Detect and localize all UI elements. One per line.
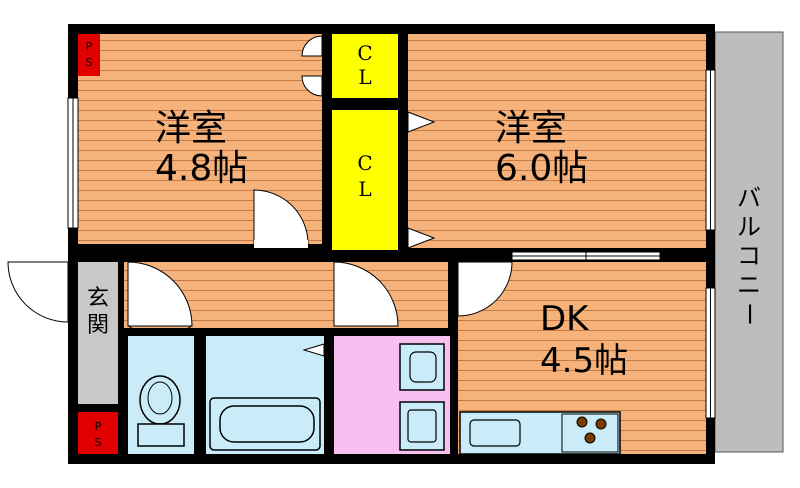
room-western-left-name: 洋室	[155, 108, 227, 149]
room-western-right-size: 6.0帖	[495, 148, 588, 189]
bathtub-icon	[209, 397, 321, 451]
entrance-label-2: 関	[87, 313, 109, 338]
room-western-left-size: 4.8帖	[155, 148, 248, 189]
closet-mid-label: C	[357, 151, 372, 175]
entrance-label: 玄	[87, 286, 109, 311]
closet-top-label-2: L	[358, 65, 371, 89]
door-swing-hall-mid	[333, 261, 399, 327]
balcony-char: ル	[737, 213, 761, 241]
closet-middle	[332, 110, 398, 250]
balcony-char: バ	[737, 184, 761, 212]
wash-basin-icon	[399, 401, 445, 451]
bath-door	[302, 343, 325, 357]
ps-bottom-label-2: S	[95, 436, 102, 449]
washing-machine-icon	[399, 343, 445, 391]
toilet-icon	[137, 375, 185, 447]
door-swing-dk	[457, 261, 513, 317]
ps-top-label: P	[86, 40, 93, 53]
room-western-right-name: 洋室	[495, 108, 567, 149]
ps-shaft-bottom	[78, 412, 118, 454]
ps-shaft-top	[78, 34, 100, 76]
closet-door-top	[301, 35, 323, 97]
closet-top	[332, 34, 398, 98]
balcony-char: ー	[735, 302, 763, 326]
door-swing-entrance	[7, 261, 69, 323]
entrance-floor	[78, 262, 118, 404]
room-dk-name: DK	[540, 299, 590, 339]
closet-mid-label-2: L	[358, 177, 371, 201]
balcony-char: コ	[737, 242, 761, 270]
room-dk-size: 4.5帖	[540, 341, 628, 381]
balcony-area	[714, 31, 784, 453]
closet-top-label: C	[357, 41, 372, 65]
stove-icon	[576, 416, 607, 444]
balcony-char: ニ	[737, 271, 761, 299]
ps-top-label-2: S	[86, 56, 93, 69]
room-western-right-floor	[408, 34, 706, 248]
ps-bottom-label: P	[95, 420, 102, 433]
kitchen-counter	[459, 411, 621, 455]
closet-door-mid	[407, 111, 436, 249]
door-swing-hall-left	[127, 261, 193, 336]
door-swing-4-8	[253, 189, 309, 248]
